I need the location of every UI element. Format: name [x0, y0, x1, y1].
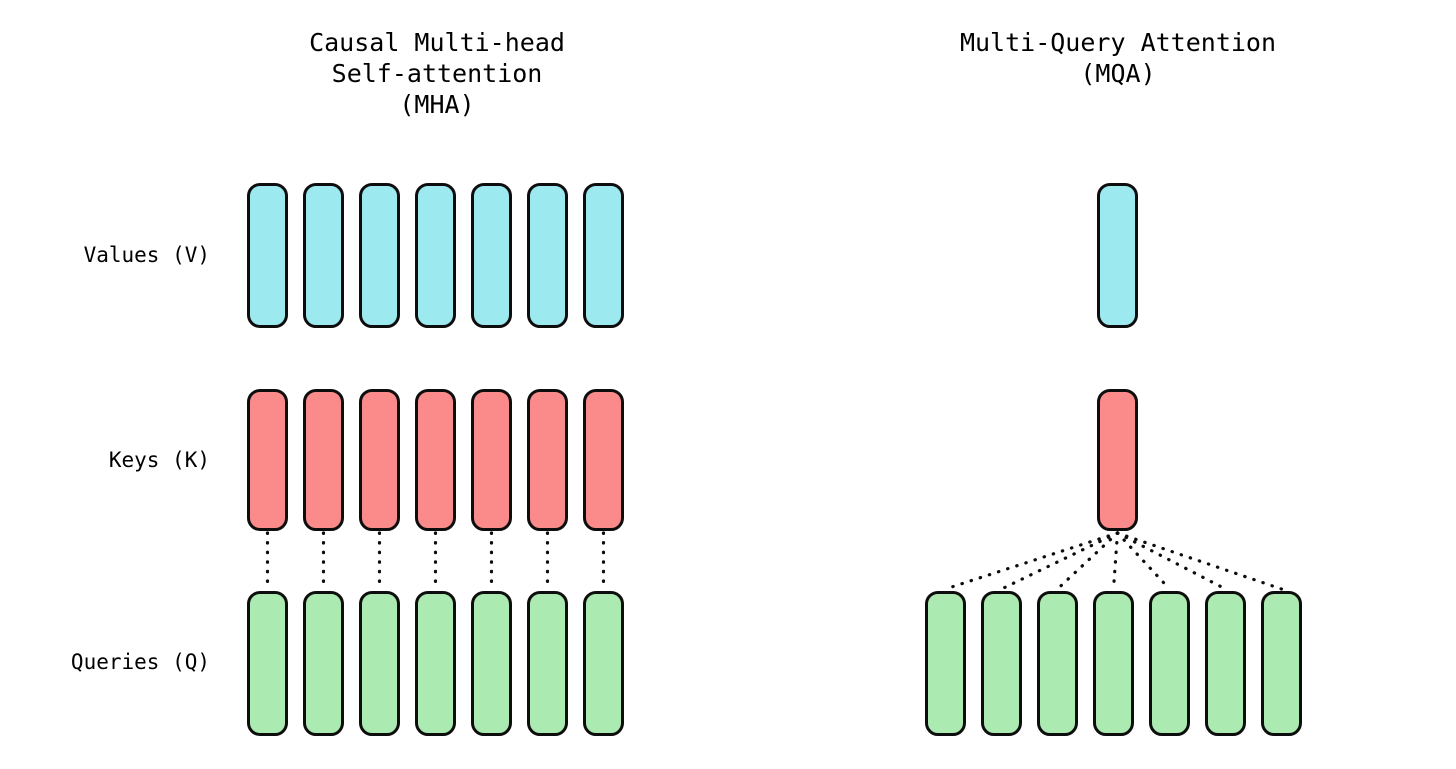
panel-title-mqa: Multi-Query Attention (MQA) — [959, 28, 1277, 88]
mha-query-box-1 — [247, 591, 288, 736]
mqa-value-box-1 — [1097, 183, 1138, 328]
mha-key-box-3 — [359, 389, 400, 531]
mha-query-box-4 — [415, 591, 456, 736]
mha-value-box-2 — [303, 183, 344, 328]
mha-value-box-6 — [527, 183, 568, 328]
mqa-query-box-2 — [981, 591, 1022, 736]
row-label-keys: Keys (K) — [108, 448, 210, 472]
mha-key-box-4 — [415, 389, 456, 531]
mha-key-box-1 — [247, 389, 288, 531]
mqa-query-box-1 — [925, 591, 966, 736]
row-label-queries: Queries (Q) — [70, 650, 210, 674]
mqa-connector-4 — [1111, 531, 1120, 591]
mqa-query-box-3 — [1037, 591, 1078, 736]
mha-query-box-3 — [359, 591, 400, 736]
mqa-connector-6 — [1115, 531, 1228, 591]
mqa-connector-2 — [999, 531, 1120, 591]
mqa-connector-1 — [943, 531, 1120, 591]
mha-query-box-5 — [471, 591, 512, 736]
mqa-connector-5 — [1115, 531, 1172, 591]
mqa-connector-7 — [1115, 531, 1284, 591]
mqa-query-box-5 — [1149, 591, 1190, 736]
mqa-query-box-7 — [1261, 591, 1302, 736]
mha-query-box-7 — [583, 591, 624, 736]
mha-value-box-3 — [359, 183, 400, 328]
mha-key-box-2 — [303, 389, 344, 531]
mqa-connector-3 — [1055, 531, 1120, 591]
mha-value-box-1 — [247, 183, 288, 328]
row-label-values: Values (V) — [83, 243, 210, 267]
mha-key-box-6 — [527, 389, 568, 531]
mqa-query-box-6 — [1205, 591, 1246, 736]
mha-key-box-5 — [471, 389, 512, 531]
mqa-query-box-4 — [1093, 591, 1134, 736]
mha-value-box-4 — [415, 183, 456, 328]
panel-title-mha: Causal Multi-head Self-attention (MHA) — [309, 28, 565, 119]
mha-value-box-5 — [471, 183, 512, 328]
mha-value-box-7 — [583, 183, 624, 328]
mqa-key-box-1 — [1097, 389, 1138, 531]
mha-key-box-7 — [583, 389, 624, 531]
mha-query-box-2 — [303, 591, 344, 736]
mha-query-box-6 — [527, 591, 568, 736]
